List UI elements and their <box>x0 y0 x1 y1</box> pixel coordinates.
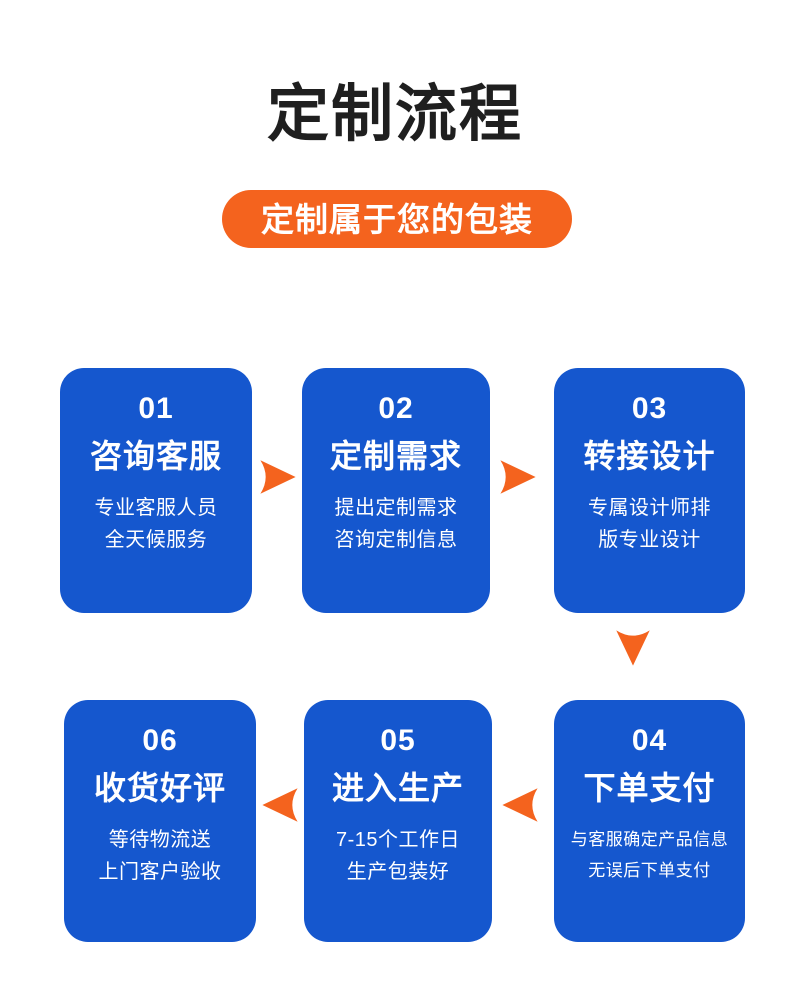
step-card-01[interactable]: 01 咨询客服 专业客服人员 全天候服务 <box>60 368 252 613</box>
step-description: 专属设计师排 版专业设计 <box>588 492 711 556</box>
step-description-line-1: 专属设计师排 <box>588 497 711 519</box>
step-title: 转接设计 <box>583 438 716 474</box>
step-title: 咨询客服 <box>89 438 222 474</box>
step-description-line-2: 上门客户验收 <box>98 861 222 883</box>
step-description-line-1: 提出定制需求 <box>334 497 458 519</box>
step-title: 下单支付 <box>583 770 716 806</box>
step-number: 02 <box>378 392 414 425</box>
step-description-line-2: 全天候服务 <box>104 529 208 551</box>
step-description-line-2: 生产包装好 <box>346 861 450 883</box>
step-description-line-2: 无误后下单支付 <box>588 861 711 881</box>
step-description-line-1: 等待物流送 <box>108 829 212 851</box>
step-description-line-2: 咨询定制信息 <box>334 529 458 551</box>
arrow-right-icon <box>256 455 300 499</box>
arrow-left-icon <box>258 783 302 827</box>
step-description: 等待物流送 上门客户验收 <box>99 824 222 888</box>
step-description: 专业客服人员 全天候服务 <box>95 492 218 556</box>
step-card-02[interactable]: 02 定制需求 提出定制需求 咨询定制信息 <box>302 368 490 613</box>
step-card-05[interactable]: 05 进入生产 7-15个工作日 生产包装好 <box>304 700 492 942</box>
step-description-line-1: 与客服确定产品信息 <box>570 830 729 849</box>
step-number: 06 <box>142 724 178 757</box>
subtitle-badge-label: 定制属于您的包装 <box>261 200 533 238</box>
step-number: 05 <box>380 724 416 757</box>
step-description: 提出定制需求 咨询定制信息 <box>335 492 458 556</box>
step-card-04[interactable]: 04 下单支付 与客服确定产品信息 无误后下单支付 <box>554 700 745 942</box>
step-description-line-1: 7-15个工作日 <box>335 829 461 851</box>
step-title: 收货好评 <box>93 770 226 806</box>
step-card-03[interactable]: 03 转接设计 专属设计师排 版专业设计 <box>554 368 745 613</box>
arrow-right-icon <box>496 455 540 499</box>
step-title: 进入生产 <box>331 770 464 806</box>
step-description: 与客服确定产品信息 无误后下单支付 <box>571 824 729 887</box>
step-title: 定制需求 <box>329 438 462 474</box>
step-number: 01 <box>138 392 174 425</box>
arrow-down-icon <box>611 626 655 670</box>
step-card-06[interactable]: 06 收货好评 等待物流送 上门客户验收 <box>64 700 256 942</box>
arrow-left-icon <box>498 783 542 827</box>
step-description-line-2: 版专业设计 <box>598 529 701 551</box>
step-number: 03 <box>631 392 668 425</box>
step-description-line-1: 专业客服人员 <box>94 497 218 519</box>
subtitle-badge: 定制属于您的包装 <box>222 190 572 248</box>
page-title: 定制流程 <box>266 80 523 149</box>
step-number: 04 <box>631 724 668 757</box>
step-description: 7-15个工作日 生产包装好 <box>336 824 460 888</box>
